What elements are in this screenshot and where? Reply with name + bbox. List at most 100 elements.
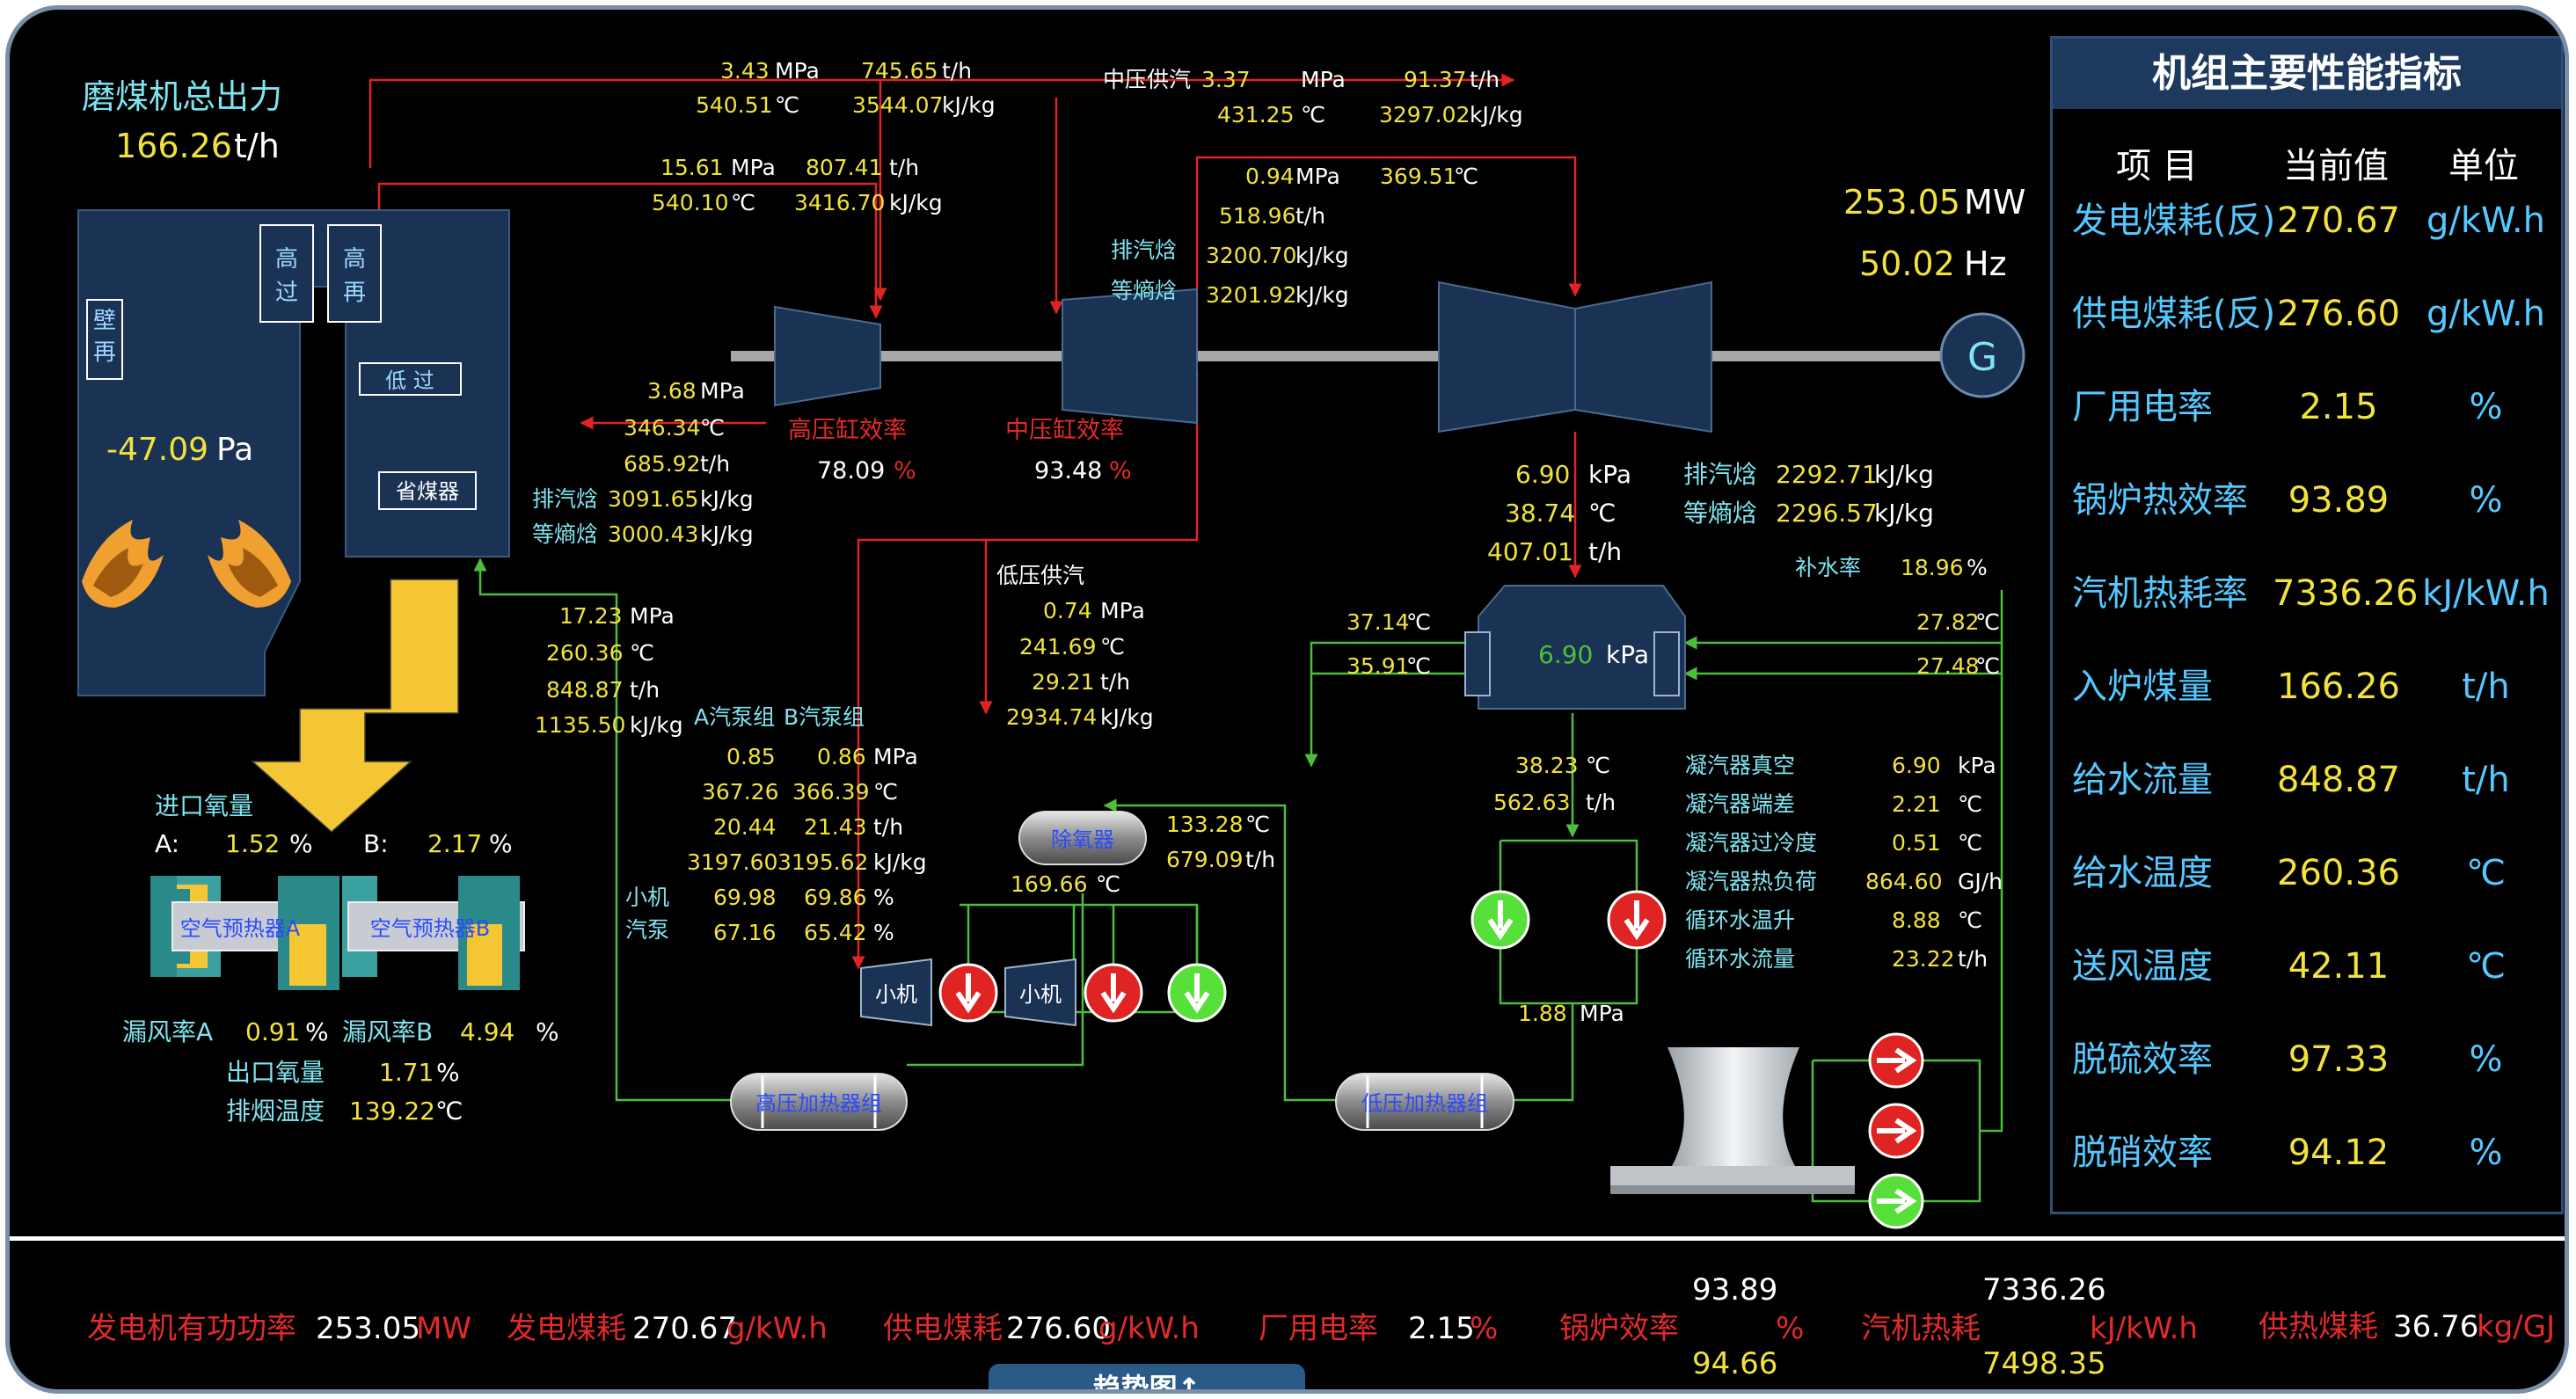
heat-rate-unit: kJ/kW.h <box>2090 1311 2198 1346</box>
svg-text:t/h: t/h <box>1586 790 1616 815</box>
feed-pump-a[interactable] <box>938 963 998 1023</box>
boiler[interactable]: 壁 再 高 过 高 再 低 过 省煤器 -47.09 Pa <box>77 209 510 696</box>
wall-reheater-label-2: 再 <box>93 339 116 366</box>
svg-text:℃: ℃ <box>873 779 898 805</box>
leak-b-unit: % <box>536 1017 559 1046</box>
svg-text:23.22: 23.22 <box>1892 946 1955 972</box>
pump-group-data: A汽泵组 B汽泵组 0.85 0.86 MPa 367.26 366.39 ℃ … <box>625 704 927 945</box>
svg-text:27.48: 27.48 <box>1916 653 1980 679</box>
svg-text:B汽泵组: B汽泵组 <box>784 704 865 730</box>
svg-text:t/h: t/h <box>1295 203 1325 229</box>
outlet-o2-label: 出口氧量 <box>226 1058 325 1087</box>
boiler-eff-label: 锅炉效率 <box>1559 1311 1679 1346</box>
gen-freq-value: 50.02 <box>1859 244 1955 283</box>
svg-text:3201.92: 3201.92 <box>1206 282 1296 308</box>
svg-text:MPa: MPa <box>873 744 918 769</box>
svg-text:小机: 小机 <box>625 885 669 910</box>
leak-a-value: 0.91 <box>245 1017 300 1046</box>
condenser[interactable]: 6.90 kPa <box>1464 585 1686 710</box>
svg-text:℃: ℃ <box>1958 907 1982 933</box>
mill-title: 磨煤机总出力 <box>82 77 282 116</box>
small-turbine-b[interactable]: 小机 <box>1004 958 1076 1027</box>
ip-cylinder[interactable] <box>1062 288 1198 425</box>
leak-a-unit: % <box>305 1017 329 1046</box>
svg-text:kJ/kg: kJ/kg <box>873 849 927 875</box>
svg-text:679.09: 679.09 <box>1166 847 1243 872</box>
hp-efficiency: 高压缸效率 78.09 % <box>788 417 916 485</box>
svg-text:℃: ℃ <box>1096 871 1120 897</box>
condenser-pressure: 6.90 <box>1538 640 1593 669</box>
svg-text:3197.60: 3197.60 <box>687 849 777 875</box>
svg-text:排汽焓: 排汽焓 <box>532 486 598 512</box>
hp-heater-group[interactable]: 高压加热器组 <box>730 1073 908 1131</box>
svg-text:℃: ℃ <box>1586 753 1610 778</box>
svg-text:3195.62: 3195.62 <box>777 849 868 875</box>
svg-text:t/h: t/h <box>873 814 903 840</box>
cooling-tower[interactable] <box>1610 1047 1855 1194</box>
circ-pump-1[interactable] <box>1868 1032 1924 1089</box>
svg-text:2292.71: 2292.71 <box>1776 460 1878 489</box>
ip-supply-data: 中压供汽 3.37 MPa 91.37 t/h 431.25 ℃ 3297.02… <box>1103 67 1523 128</box>
svg-text:807.41: 807.41 <box>806 155 882 180</box>
generator[interactable] <box>1939 312 2025 398</box>
hp-superheater <box>259 224 314 323</box>
boiler-eff-value-top: 93.89 <box>1692 1272 1778 1308</box>
lp-heater-group[interactable]: 低压加热器组 <box>1335 1073 1514 1131</box>
small-turbine-b-label: 小机 <box>1019 982 1062 1007</box>
hp-reheater <box>327 224 382 323</box>
main-steam-data: 15.61 MPa 807.41 t/h 540.10 ℃ 3416.70 kJ… <box>652 155 943 215</box>
turbine-shaft <box>731 351 1945 361</box>
svg-text:℃: ℃ <box>630 640 654 666</box>
svg-text:℃: ℃ <box>1958 830 1982 856</box>
makeup-rate: 补水率 18.96 % <box>1795 555 1988 580</box>
air-preheater-b[interactable]: 空气预热器B <box>342 876 525 990</box>
svg-text:t/h: t/h <box>700 451 730 477</box>
svg-text:366.39: 366.39 <box>792 779 869 805</box>
hp-cylinder[interactable] <box>774 305 881 407</box>
svg-text:MPa: MPa <box>1301 67 1346 92</box>
boiler-eff-value-bottom: 94.66 <box>1692 1346 1778 1381</box>
feed-pump-standby[interactable] <box>1167 963 1227 1023</box>
svg-text:℃: ℃ <box>1245 812 1270 837</box>
svg-text:367.26: 367.26 <box>702 779 778 805</box>
leak-a-label: 漏风率A <box>122 1017 213 1046</box>
svg-text:1135.50: 1135.50 <box>535 712 625 738</box>
svg-text:169.66: 169.66 <box>1011 871 1087 897</box>
flame-right <box>208 520 291 608</box>
svg-text:℃: ℃ <box>1406 653 1431 679</box>
svg-text:69.86: 69.86 <box>804 885 867 910</box>
deaerator[interactable]: 除氧器 <box>1018 811 1147 865</box>
svg-text:1.88: 1.88 <box>1518 1001 1567 1026</box>
condensate-pump-2[interactable] <box>1607 890 1667 950</box>
svg-text:℃: ℃ <box>1975 609 2000 635</box>
small-turbine-a[interactable]: 小机 <box>860 958 932 1027</box>
svg-text:369.51: 369.51 <box>1380 164 1456 189</box>
circ-pump-3[interactable] <box>1868 1173 1924 1229</box>
svg-text:3297.02: 3297.02 <box>1379 102 1470 128</box>
sup-coal-value: 276.60 <box>1006 1311 1111 1346</box>
air-preheater-a[interactable]: 空气预热器A <box>150 876 339 990</box>
economizer <box>378 471 477 510</box>
svg-text:0.85: 0.85 <box>726 744 776 769</box>
furnace-pressure-unit: Pa <box>216 432 253 468</box>
feed-pump-b[interactable] <box>1084 963 1143 1023</box>
svg-text:t/h: t/h <box>1100 669 1130 695</box>
svg-text:%: % <box>873 920 894 945</box>
trend-chart-button[interactable]: 趋势图↑ <box>989 1364 1305 1389</box>
circ-pump-2[interactable] <box>1868 1103 1924 1159</box>
condensate-pump-1[interactable] <box>1470 890 1530 950</box>
coal-flow-arrow <box>251 579 459 834</box>
kpi-header-unit: 单位 <box>2448 146 2519 186</box>
kpi-header-item: 项 目 <box>2116 146 2198 186</box>
